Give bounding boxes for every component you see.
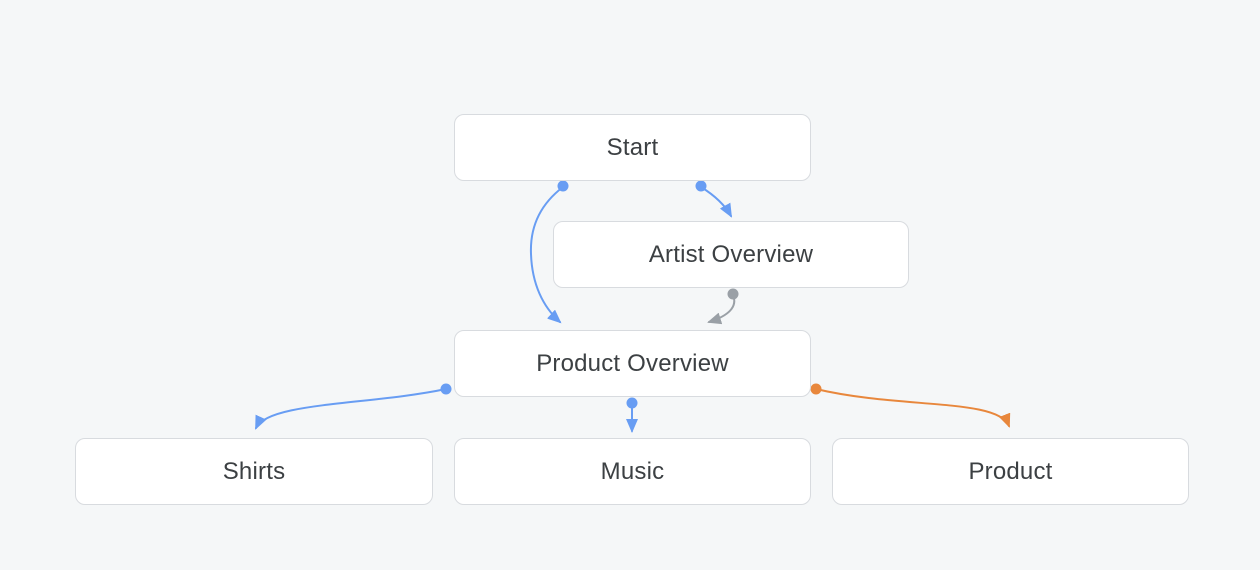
node-label: Shirts bbox=[222, 457, 286, 485]
node-label: Product Overview bbox=[536, 349, 729, 377]
node-label: Start bbox=[606, 133, 659, 161]
edge-source-handle[interactable] bbox=[440, 383, 452, 395]
node-label: Product bbox=[968, 457, 1053, 485]
edge-line[interactable] bbox=[815, 388, 1011, 428]
node-label: Music bbox=[600, 457, 665, 485]
edge-start-to-artist-overview[interactable] bbox=[695, 180, 732, 218]
edge-product-overview-to-music[interactable] bbox=[626, 397, 638, 433]
node-label: Artist Overview bbox=[648, 240, 814, 268]
edge-artist-overview-to-product-overview[interactable] bbox=[707, 288, 739, 325]
edge-source-handle[interactable] bbox=[727, 288, 739, 300]
edge-line[interactable] bbox=[700, 186, 732, 218]
edge-line[interactable] bbox=[255, 388, 447, 430]
edge-source-handle[interactable] bbox=[557, 180, 569, 192]
edge-start-to-product-overview[interactable] bbox=[529, 180, 569, 324]
node-start[interactable]: Start bbox=[454, 114, 811, 181]
edge-source-handle[interactable] bbox=[626, 397, 638, 409]
node-shirts[interactable]: Shirts bbox=[75, 438, 433, 505]
edge-source-handle[interactable] bbox=[695, 180, 707, 192]
edge-line[interactable] bbox=[529, 186, 564, 324]
edge-product-overview-to-product[interactable] bbox=[810, 383, 1011, 428]
edge-source-handle[interactable] bbox=[810, 383, 822, 395]
edge-product-overview-to-shirts[interactable] bbox=[255, 383, 452, 430]
node-product[interactable]: Product bbox=[832, 438, 1189, 505]
node-music[interactable]: Music bbox=[454, 438, 811, 505]
node-product-overview[interactable]: Product Overview bbox=[454, 330, 811, 397]
node-artist-overview[interactable]: Artist Overview bbox=[553, 221, 909, 288]
